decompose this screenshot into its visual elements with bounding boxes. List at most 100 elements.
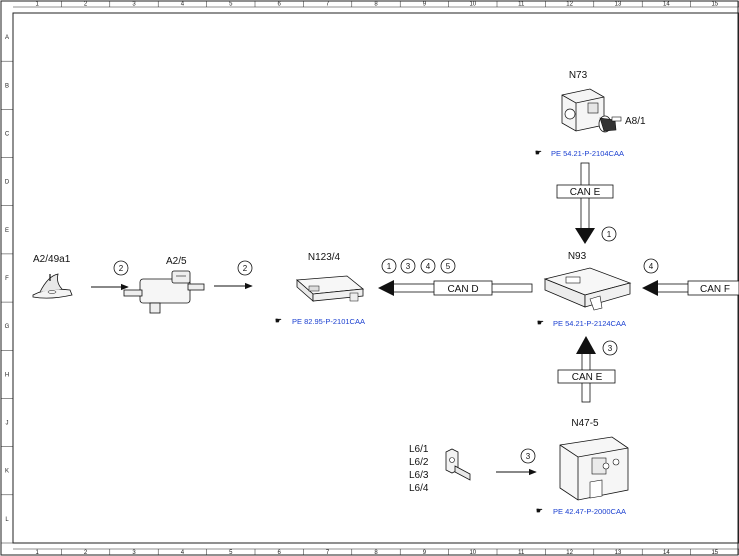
grid-column-label: 3: [132, 2, 136, 8]
grid-column-label: 9: [423, 550, 427, 556]
a8-1-label: A8/1: [625, 116, 646, 127]
n93-ref-link[interactable]: ☛ PE 54.21-P-2124CAA: [537, 318, 626, 328]
grid-column-label: 2: [84, 550, 88, 556]
grid-column-label: 10: [469, 2, 476, 8]
grid-column-label: 1: [36, 550, 40, 556]
grid-column-label: 12: [566, 550, 573, 556]
svg-text:4: 4: [426, 262, 431, 271]
l6-sensors-component: L6/1 L6/2 L6/3 L6/4: [409, 444, 471, 494]
grid-column-label: 7: [326, 550, 330, 556]
central-gateway-icon: [543, 267, 632, 311]
svg-text:3: 3: [526, 452, 531, 461]
connector-icon: [123, 270, 205, 314]
signal-3-n47: 3: [602, 340, 618, 356]
can-f-bus: CAN F: [642, 280, 739, 296]
signal-2-a: 2: [113, 260, 129, 276]
svg-text:2: 2: [119, 264, 124, 273]
svg-text:PE 82.95-P-2101CAA: PE 82.95-P-2101CAA: [292, 317, 365, 326]
grid-row-label: A: [5, 35, 9, 41]
grid-column-label: 15: [711, 2, 718, 8]
svg-text:3: 3: [406, 262, 411, 271]
svg-text:PE 54.21-P-2124CAA: PE 54.21-P-2124CAA: [553, 319, 626, 328]
n47-5-ref-link[interactable]: ☛ PE 42.47-P-2000CAA: [536, 506, 626, 516]
grid-row-label: C: [5, 131, 10, 137]
grid-column-label: 14: [663, 550, 670, 556]
grid-column-label: 9: [423, 2, 427, 8]
grid-column-label: 13: [615, 2, 622, 8]
can-d-bus: CAN D: [378, 280, 533, 296]
grid-column-label: 6: [278, 2, 282, 8]
svg-text:☛: ☛: [535, 148, 542, 157]
grid-column-label: 6: [278, 550, 282, 556]
can-e-bottom-label: CAN E: [572, 372, 603, 383]
grid-column-label: 5: [229, 550, 233, 556]
signal-3-l6: 3: [520, 448, 536, 464]
grid-column-label: 8: [374, 2, 378, 8]
svg-text:2: 2: [243, 264, 248, 273]
signal-1-n73: 1: [601, 226, 617, 242]
esp-unit-icon: [559, 436, 629, 501]
svg-text:1: 1: [387, 262, 392, 271]
svg-text:5: 5: [446, 262, 451, 271]
n93-component: N93 ☛ PE 54.21-P-2124CAA: [537, 251, 632, 328]
antenna-icon: [32, 273, 73, 299]
grid-row-label: K: [5, 469, 9, 475]
n123-4-ref-link[interactable]: ☛ PE 82.95-P-2101CAA: [275, 316, 365, 326]
grid-column-label: 13: [615, 550, 622, 556]
svg-text:PE 54.21-P-2104CAA: PE 54.21-P-2104CAA: [551, 149, 624, 158]
can-d-label: CAN D: [447, 284, 478, 295]
n47-5-label: N47-5: [571, 418, 599, 429]
grid-column-label: 1: [36, 2, 40, 8]
grid-column-label: 14: [663, 2, 670, 8]
svg-text:3: 3: [608, 344, 613, 353]
a2-5-component: A2/5: [123, 256, 205, 314]
a2-49a1-component: A2/49a1: [32, 254, 73, 299]
grid-row-label: F: [5, 276, 9, 282]
svg-text:☛: ☛: [537, 318, 544, 327]
grid-column-label: 4: [181, 2, 185, 8]
n73-ref-link[interactable]: ☛ PE 54.21-P-2104CAA: [535, 148, 624, 158]
n123-4-label: N123/4: [308, 252, 341, 263]
grid-row-label: J: [6, 421, 9, 427]
l6-3-label: L6/3: [409, 470, 429, 481]
grid-column-label: 7: [326, 2, 330, 8]
n47-5-component: N47-5 ☛ PE 42.47-P-2000CAA: [536, 418, 629, 516]
grid-column-label: 11: [518, 550, 525, 556]
svg-text:☛: ☛: [275, 316, 282, 325]
grid-column-label: 15: [711, 550, 718, 556]
can-e-bottom-bus: CAN E: [557, 336, 616, 403]
grid-row-label: G: [5, 324, 10, 330]
a2-49a1-label: A2/49a1: [33, 254, 71, 265]
grid-row-label: D: [5, 180, 10, 186]
grid-column-label: 3: [132, 550, 136, 556]
grid-column-label: 12: [566, 2, 573, 8]
grid-row-labels-left: A B C D E F G H J K L: [1, 35, 13, 544]
l6-1-label: L6/1: [409, 444, 429, 455]
grid-row-label: E: [5, 228, 9, 234]
signal-4-can-f: 4: [643, 258, 659, 274]
can-e-top-bus: CAN E: [556, 162, 614, 244]
grid-column-label: 4: [181, 550, 185, 556]
l6-2-label: L6/2: [409, 457, 429, 468]
grid-row-label: B: [5, 83, 9, 89]
svg-text:4: 4: [649, 262, 654, 271]
grid-column-label: 8: [374, 550, 378, 556]
n73-component: N73 A8/1 ☛ PE 54.21-P-2104CAA: [535, 70, 646, 158]
grid-row-label: L: [5, 517, 9, 523]
n73-label: N73: [569, 70, 588, 81]
svg-text:1: 1: [607, 230, 612, 239]
grid-row-label: H: [5, 372, 9, 378]
can-f-label: CAN F: [700, 284, 730, 295]
svg-text:PE 42.47-P-2000CAA: PE 42.47-P-2000CAA: [553, 507, 626, 516]
control-unit-icon: [296, 275, 365, 302]
grid-column-label: 11: [518, 2, 525, 8]
signal-2-b: 2: [237, 260, 253, 276]
ignition-switch-icon: [561, 88, 622, 133]
signals-1-3-4-5: 1 3 4 5: [381, 258, 456, 274]
n93-label: N93: [568, 251, 587, 262]
wheel-speed-sensor-icon: [445, 448, 471, 481]
